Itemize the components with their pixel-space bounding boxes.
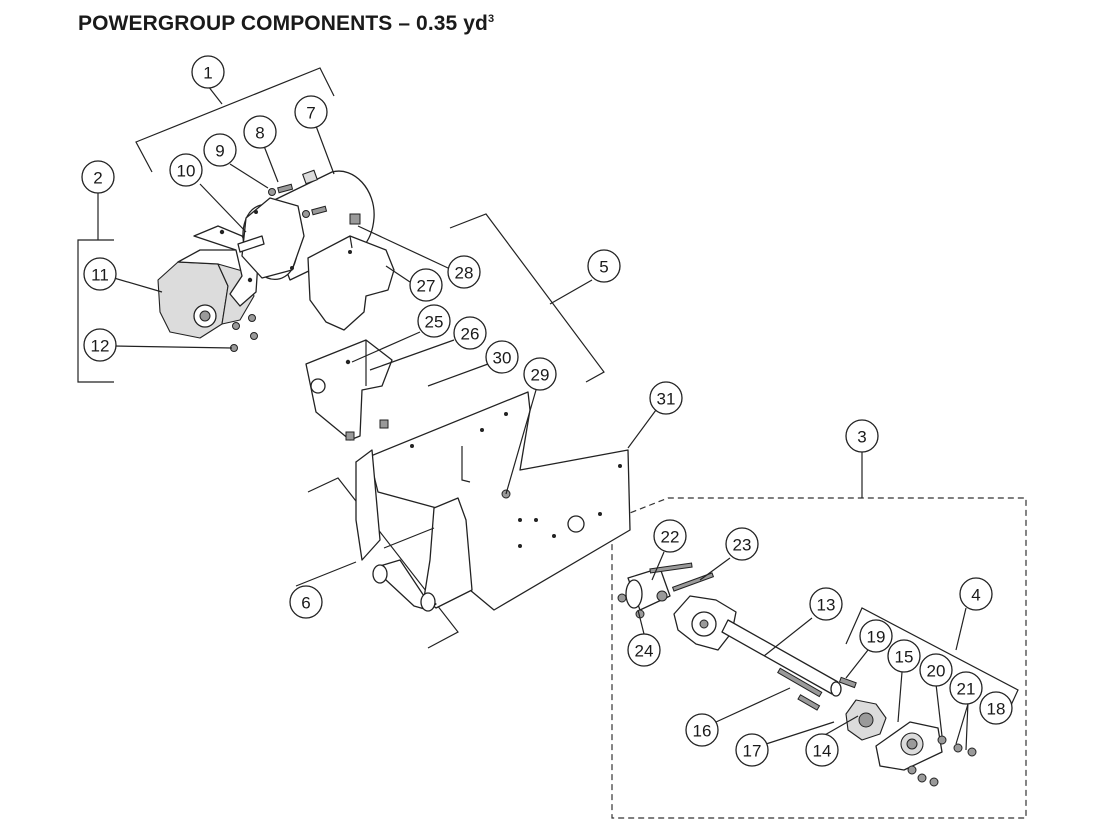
callout-label: 29 xyxy=(531,366,550,385)
callout-label: 28 xyxy=(455,264,474,283)
callout-label: 25 xyxy=(425,313,444,332)
callout-label: 8 xyxy=(255,124,264,143)
callout-5: 5 xyxy=(587,249,621,283)
callout-12: 12 xyxy=(83,328,117,362)
motor xyxy=(237,169,375,281)
motor-cover xyxy=(307,235,395,331)
callout-2: 2 xyxy=(81,160,115,194)
callout-label: 11 xyxy=(91,266,109,285)
callout-label: 18 xyxy=(987,700,1006,719)
callout-19: 19 xyxy=(859,619,893,653)
callout-15: 15 xyxy=(887,639,921,673)
callout-6: 6 xyxy=(289,585,323,619)
callout-31: 31 xyxy=(649,381,683,415)
callout-label: 30 xyxy=(493,349,512,368)
callout-20: 20 xyxy=(919,653,953,687)
callout-1: 1 xyxy=(191,55,225,89)
callout-label: 12 xyxy=(91,337,110,356)
callout-label: 17 xyxy=(743,742,762,761)
callout-label: 10 xyxy=(177,162,196,181)
sprocket xyxy=(838,676,887,741)
callout-label: 20 xyxy=(927,662,946,681)
frame-support xyxy=(372,497,473,612)
callout-7: 7 xyxy=(294,95,328,129)
callout-30: 30 xyxy=(485,340,519,374)
callout-8: 8 xyxy=(243,115,277,149)
callout-29: 29 xyxy=(523,357,557,391)
callout-label: 23 xyxy=(733,536,752,555)
callout-27: 27 xyxy=(409,268,443,302)
frame-plate xyxy=(355,391,631,611)
callout-23: 23 xyxy=(725,527,759,561)
callout-label: 24 xyxy=(635,642,654,661)
bearing xyxy=(875,721,977,787)
callout-label: 7 xyxy=(306,104,315,123)
group-brackets xyxy=(77,67,1027,819)
callout-label: 31 xyxy=(657,390,676,409)
callout-label: 13 xyxy=(817,596,836,615)
callout-11: 11 xyxy=(83,257,117,291)
callout-21: 21 xyxy=(949,671,983,705)
callout-14: 14 xyxy=(805,733,839,767)
callout-9: 9 xyxy=(203,133,237,167)
callout-label: 15 xyxy=(895,648,914,667)
leader-lines xyxy=(97,85,969,751)
callout-16: 16 xyxy=(685,713,719,747)
callout-label: 6 xyxy=(301,594,310,613)
callout-25: 25 xyxy=(417,304,451,338)
callout-13: 13 xyxy=(809,587,843,621)
title-superscript: 3 xyxy=(487,13,495,25)
callout-label: 26 xyxy=(461,325,480,344)
callout-label: 27 xyxy=(417,277,436,296)
callout-22: 22 xyxy=(653,519,687,553)
callout-4: 4 xyxy=(959,577,993,611)
page-title: POWERGROUP COMPONENTS – 0.35 yd3 xyxy=(78,12,494,36)
callout-17: 17 xyxy=(735,733,769,767)
callout-label: 22 xyxy=(661,528,680,547)
shaft-key xyxy=(777,667,823,711)
callout-24: 24 xyxy=(627,633,661,667)
title-text: POWERGROUP COMPONENTS – 0.35 yd xyxy=(78,12,488,35)
callout-label: 4 xyxy=(971,586,980,605)
callout-3: 3 xyxy=(845,419,879,453)
callout-label: 1 xyxy=(203,64,212,83)
callout-28: 28 xyxy=(447,255,481,289)
callout-label: 14 xyxy=(813,742,832,761)
motor-mount-bracket xyxy=(305,339,393,441)
callout-label: 16 xyxy=(693,722,712,741)
callout-label: 2 xyxy=(93,169,102,188)
callout-26: 26 xyxy=(453,316,487,350)
callout-10: 10 xyxy=(169,153,203,187)
shaft-sprocket xyxy=(673,595,842,697)
callout-label: 3 xyxy=(857,428,866,447)
callout-18: 18 xyxy=(979,691,1013,725)
callout-label: 5 xyxy=(599,258,608,277)
callout-label: 9 xyxy=(215,142,224,161)
callout-label: 19 xyxy=(867,628,886,647)
callout-label: 21 xyxy=(957,680,976,699)
